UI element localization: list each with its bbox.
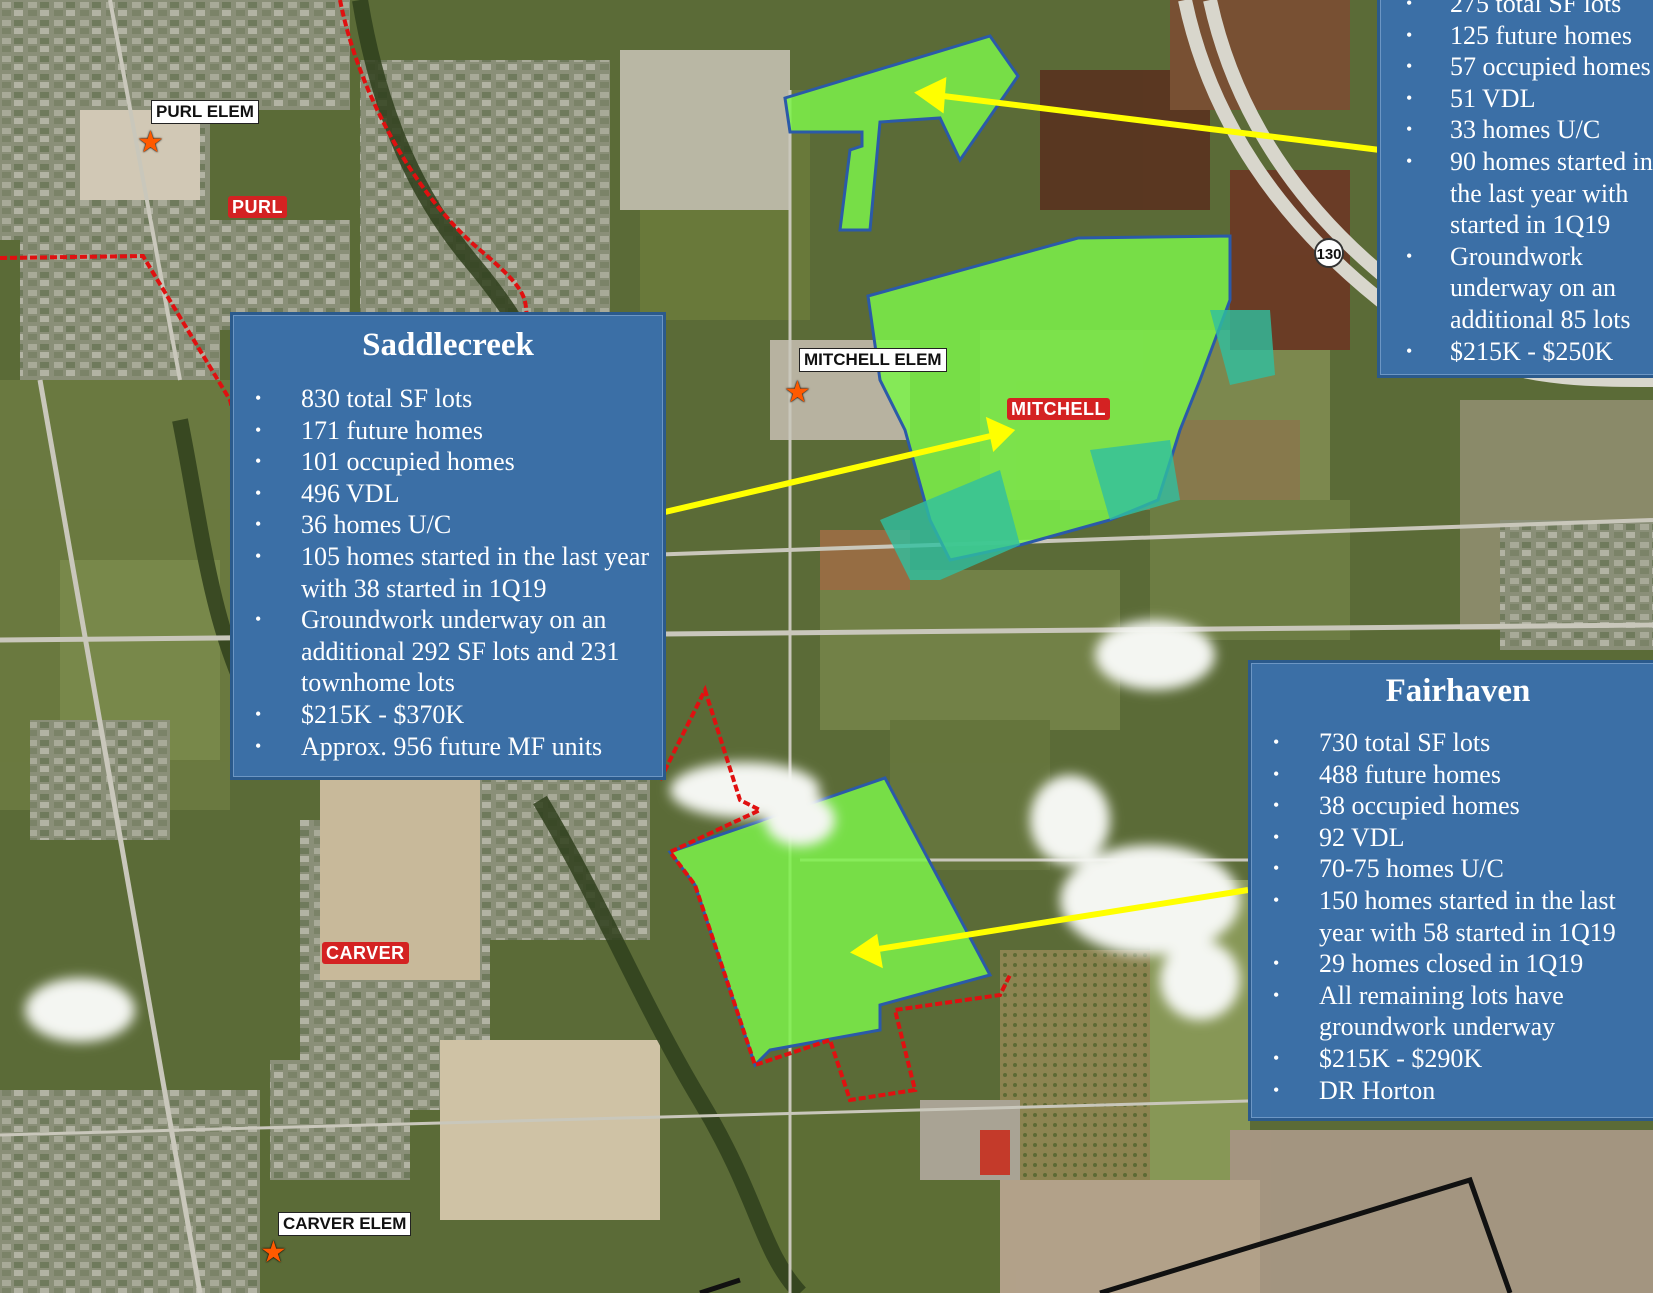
northeast-parcel — [783, 34, 1020, 232]
list-item: 496 VDL — [233, 478, 663, 510]
list-item: 38 occupied homes — [1251, 790, 1653, 822]
callout-arrows — [664, 77, 1381, 969]
highway-shield: 130 — [1314, 238, 1344, 268]
list-item: 275 total SF lots — [1380, 0, 1653, 20]
fairhaven-title: Fairhaven — [1385, 673, 1531, 709]
list-item: 90 homes started in the last year with s… — [1380, 146, 1653, 241]
list-item: 488 future homes — [1251, 759, 1653, 791]
district-label-mitchell: MITCHELL — [1007, 398, 1110, 420]
mitchell-parcel-teal-3 — [1090, 440, 1180, 520]
list-item: All remaining lots have groundwork under… — [1251, 980, 1653, 1043]
list-item: Groundwork underway on an additional 85 … — [1380, 241, 1653, 336]
list-item: 150 homes started in the last year with … — [1251, 885, 1653, 948]
mitchell-parcel-teal-1 — [1210, 310, 1275, 385]
clouds — [25, 620, 1240, 1042]
saddlecreek-info-box: Saddlecreek 830 total SF lots 171 future… — [230, 312, 666, 780]
list-item: Groundwork underway on an additional 292… — [233, 604, 663, 699]
school-star-icon: ★ — [137, 126, 164, 159]
list-item: 105 homes started in the last year with … — [233, 541, 663, 604]
list-item: 101 occupied homes — [233, 446, 663, 478]
list-item: DR Horton — [1251, 1075, 1653, 1107]
list-item: $215K - $370K — [233, 699, 663, 731]
fairhaven-list: 730 total SF lots 488 future homes 38 oc… — [1251, 727, 1653, 1106]
list-item: $215K - $250K — [1380, 336, 1653, 368]
list-item: 171 future homes — [233, 415, 663, 447]
list-item: 70-75 homes U/C — [1251, 853, 1653, 885]
list-item: 830 total SF lots — [233, 383, 663, 415]
school-label-carver: CARVER ELEM — [278, 1212, 412, 1236]
list-item: 33 homes U/C — [1380, 114, 1653, 146]
school-star-icon: ★ — [784, 376, 811, 409]
list-item: 57 occupied homes — [1380, 51, 1653, 83]
district-label-carver: CARVER — [322, 942, 409, 964]
list-item: 36 homes U/C — [233, 509, 663, 541]
mitchell-parcel-teal-2 — [880, 470, 1020, 580]
list-item: 29 homes closed in 1Q19 — [1251, 948, 1653, 980]
county-boundary — [699, 1176, 1513, 1293]
school-label-purl: PURL ELEM — [151, 100, 259, 124]
northeast-list: 275 total SF lots 125 future homes 57 oc… — [1380, 0, 1653, 367]
fairhaven-info-box: Fairhaven 730 total SF lots 488 future h… — [1248, 660, 1653, 1121]
northeast-info-box: 275 total SF lots 125 future homes 57 oc… — [1377, 0, 1653, 378]
list-item: Approx. 956 future MF units — [233, 731, 663, 763]
school-label-mitchell: MITCHELL ELEM — [799, 348, 947, 372]
list-item: 51 VDL — [1380, 83, 1653, 115]
list-item: $215K - $290K — [1251, 1043, 1653, 1075]
saddlecreek-title: Saddlecreek — [362, 327, 534, 363]
list-item: 92 VDL — [1251, 822, 1653, 854]
list-item: 125 future homes — [1380, 20, 1653, 52]
school-star-icon: ★ — [260, 1236, 287, 1269]
saddlecreek-list: 830 total SF lots 171 future homes 101 o… — [233, 383, 663, 762]
list-item: 730 total SF lots — [1251, 727, 1653, 759]
district-label-purl: PURL — [228, 196, 287, 218]
